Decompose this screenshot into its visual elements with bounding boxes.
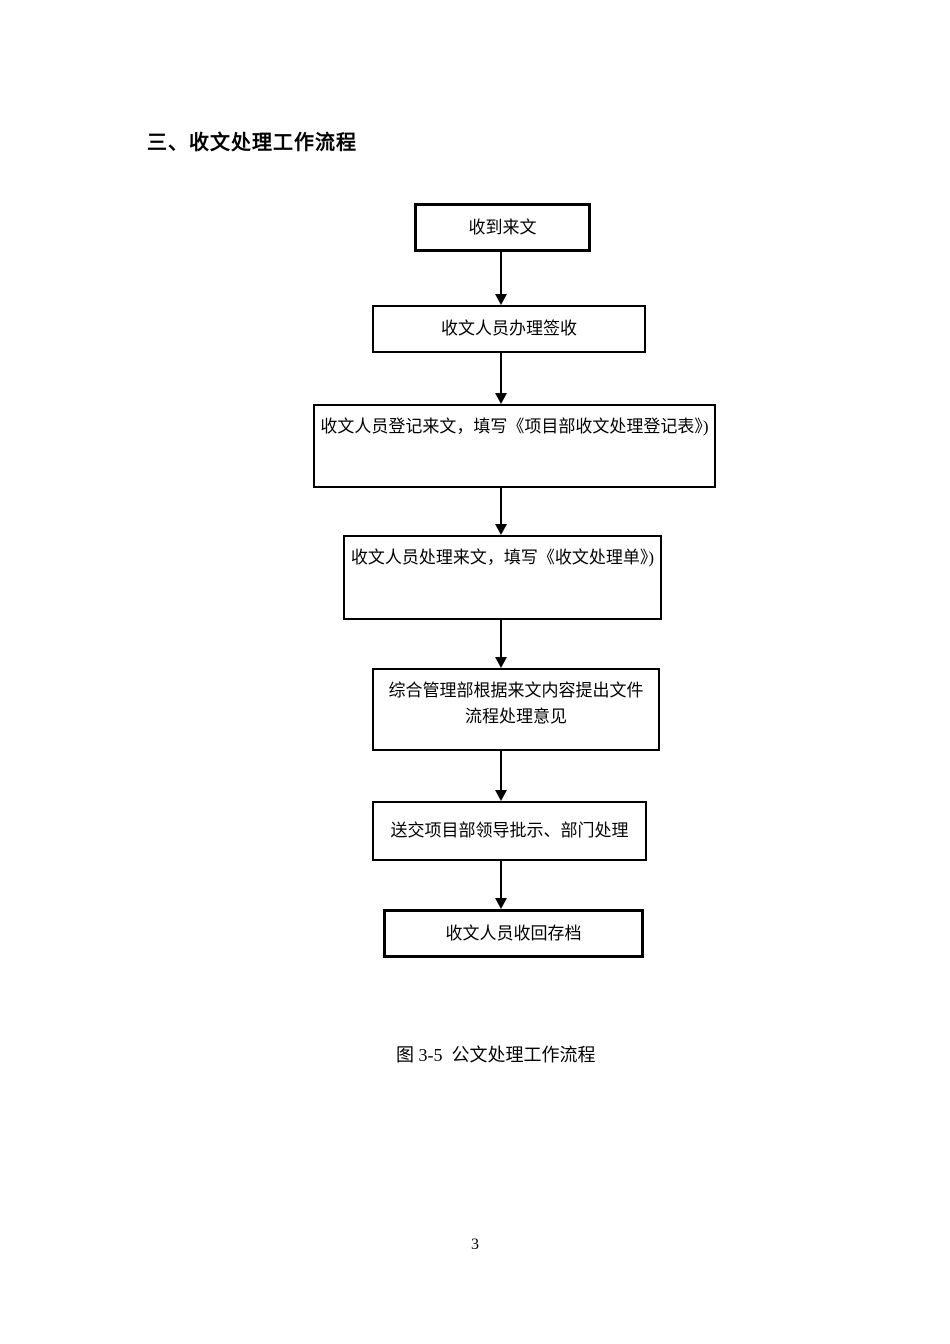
arrow-down-icon — [494, 790, 507, 801]
flow-connector — [494, 353, 507, 404]
flow-node-receive-document: 收到来文 — [414, 203, 591, 252]
flow-node-archive: 收文人员收回存档 — [383, 909, 644, 958]
flow-node-management-opinion: 综合管理部根据来文内容提出文件 流程处理意见 — [372, 668, 660, 751]
arrow-down-icon — [494, 657, 507, 668]
page-number: 3 — [471, 1236, 479, 1253]
connector-line — [499, 488, 502, 524]
figure-caption: 图 3-5 公文处理工作流程 — [396, 1045, 596, 1065]
flow-connector — [494, 861, 507, 909]
arrow-down-icon — [494, 294, 507, 305]
connector-line — [499, 861, 502, 898]
flow-connector — [494, 488, 507, 535]
connector-line — [499, 751, 502, 790]
flow-connector — [494, 252, 507, 305]
flow-connector — [494, 620, 507, 668]
connector-line — [499, 620, 502, 657]
section-title: 三、收文处理工作流程 — [147, 132, 357, 154]
flow-node-leader-review: 送交项目部领导批示、部门处理 — [372, 801, 647, 861]
arrow-down-icon — [494, 898, 507, 909]
flow-node-sign-receipt: 收文人员办理签收 — [372, 305, 646, 353]
flow-connector — [494, 751, 507, 801]
flow-node-process-document: 收文人员处理来文，填写《收文处理单》) — [343, 535, 662, 620]
connector-line — [499, 353, 502, 393]
arrow-down-icon — [494, 524, 507, 535]
flow-node-register-document: 收文人员登记来文，填写《项目部收文处理登记表》) — [313, 404, 716, 488]
connector-line — [499, 252, 502, 294]
arrow-down-icon — [494, 393, 507, 404]
